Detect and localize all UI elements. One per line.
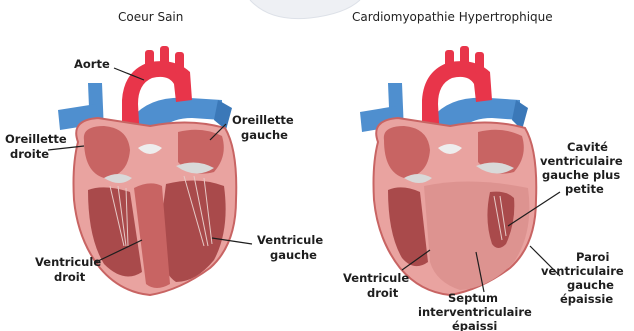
hcm-heart-illustration (360, 46, 536, 295)
label-septum: Septum interventriculaire épaissi (418, 291, 536, 331)
label-ventricule-gauche: Ventricule gauche (257, 233, 327, 262)
label-ventricule-droit-hcm: Ventricule droit (343, 271, 413, 300)
label-aorte: Aorte (74, 57, 110, 71)
panel-title-hcm: Cardiomyopathie Hypertrophique (352, 10, 553, 24)
panel-title-healthy: Coeur Sain (118, 10, 183, 24)
healthy-heart-panel: Coeur Sain (5, 10, 327, 295)
label-paroi: Paroi ventriculaire gauche épaissie (541, 250, 628, 306)
label-oreillette-gauche: Oreillette gauche (232, 113, 298, 142)
background-arc (250, 0, 360, 19)
label-oreillette-droite: Oreillette droite (5, 132, 71, 161)
hcm-heart-panel: Cardiomyopathie Hypertrophique (343, 10, 628, 331)
label-ventricule-droit: Ventricule droit (35, 255, 105, 284)
label-cavite: Cavité ventriculaire gauche plus petite (540, 140, 627, 196)
